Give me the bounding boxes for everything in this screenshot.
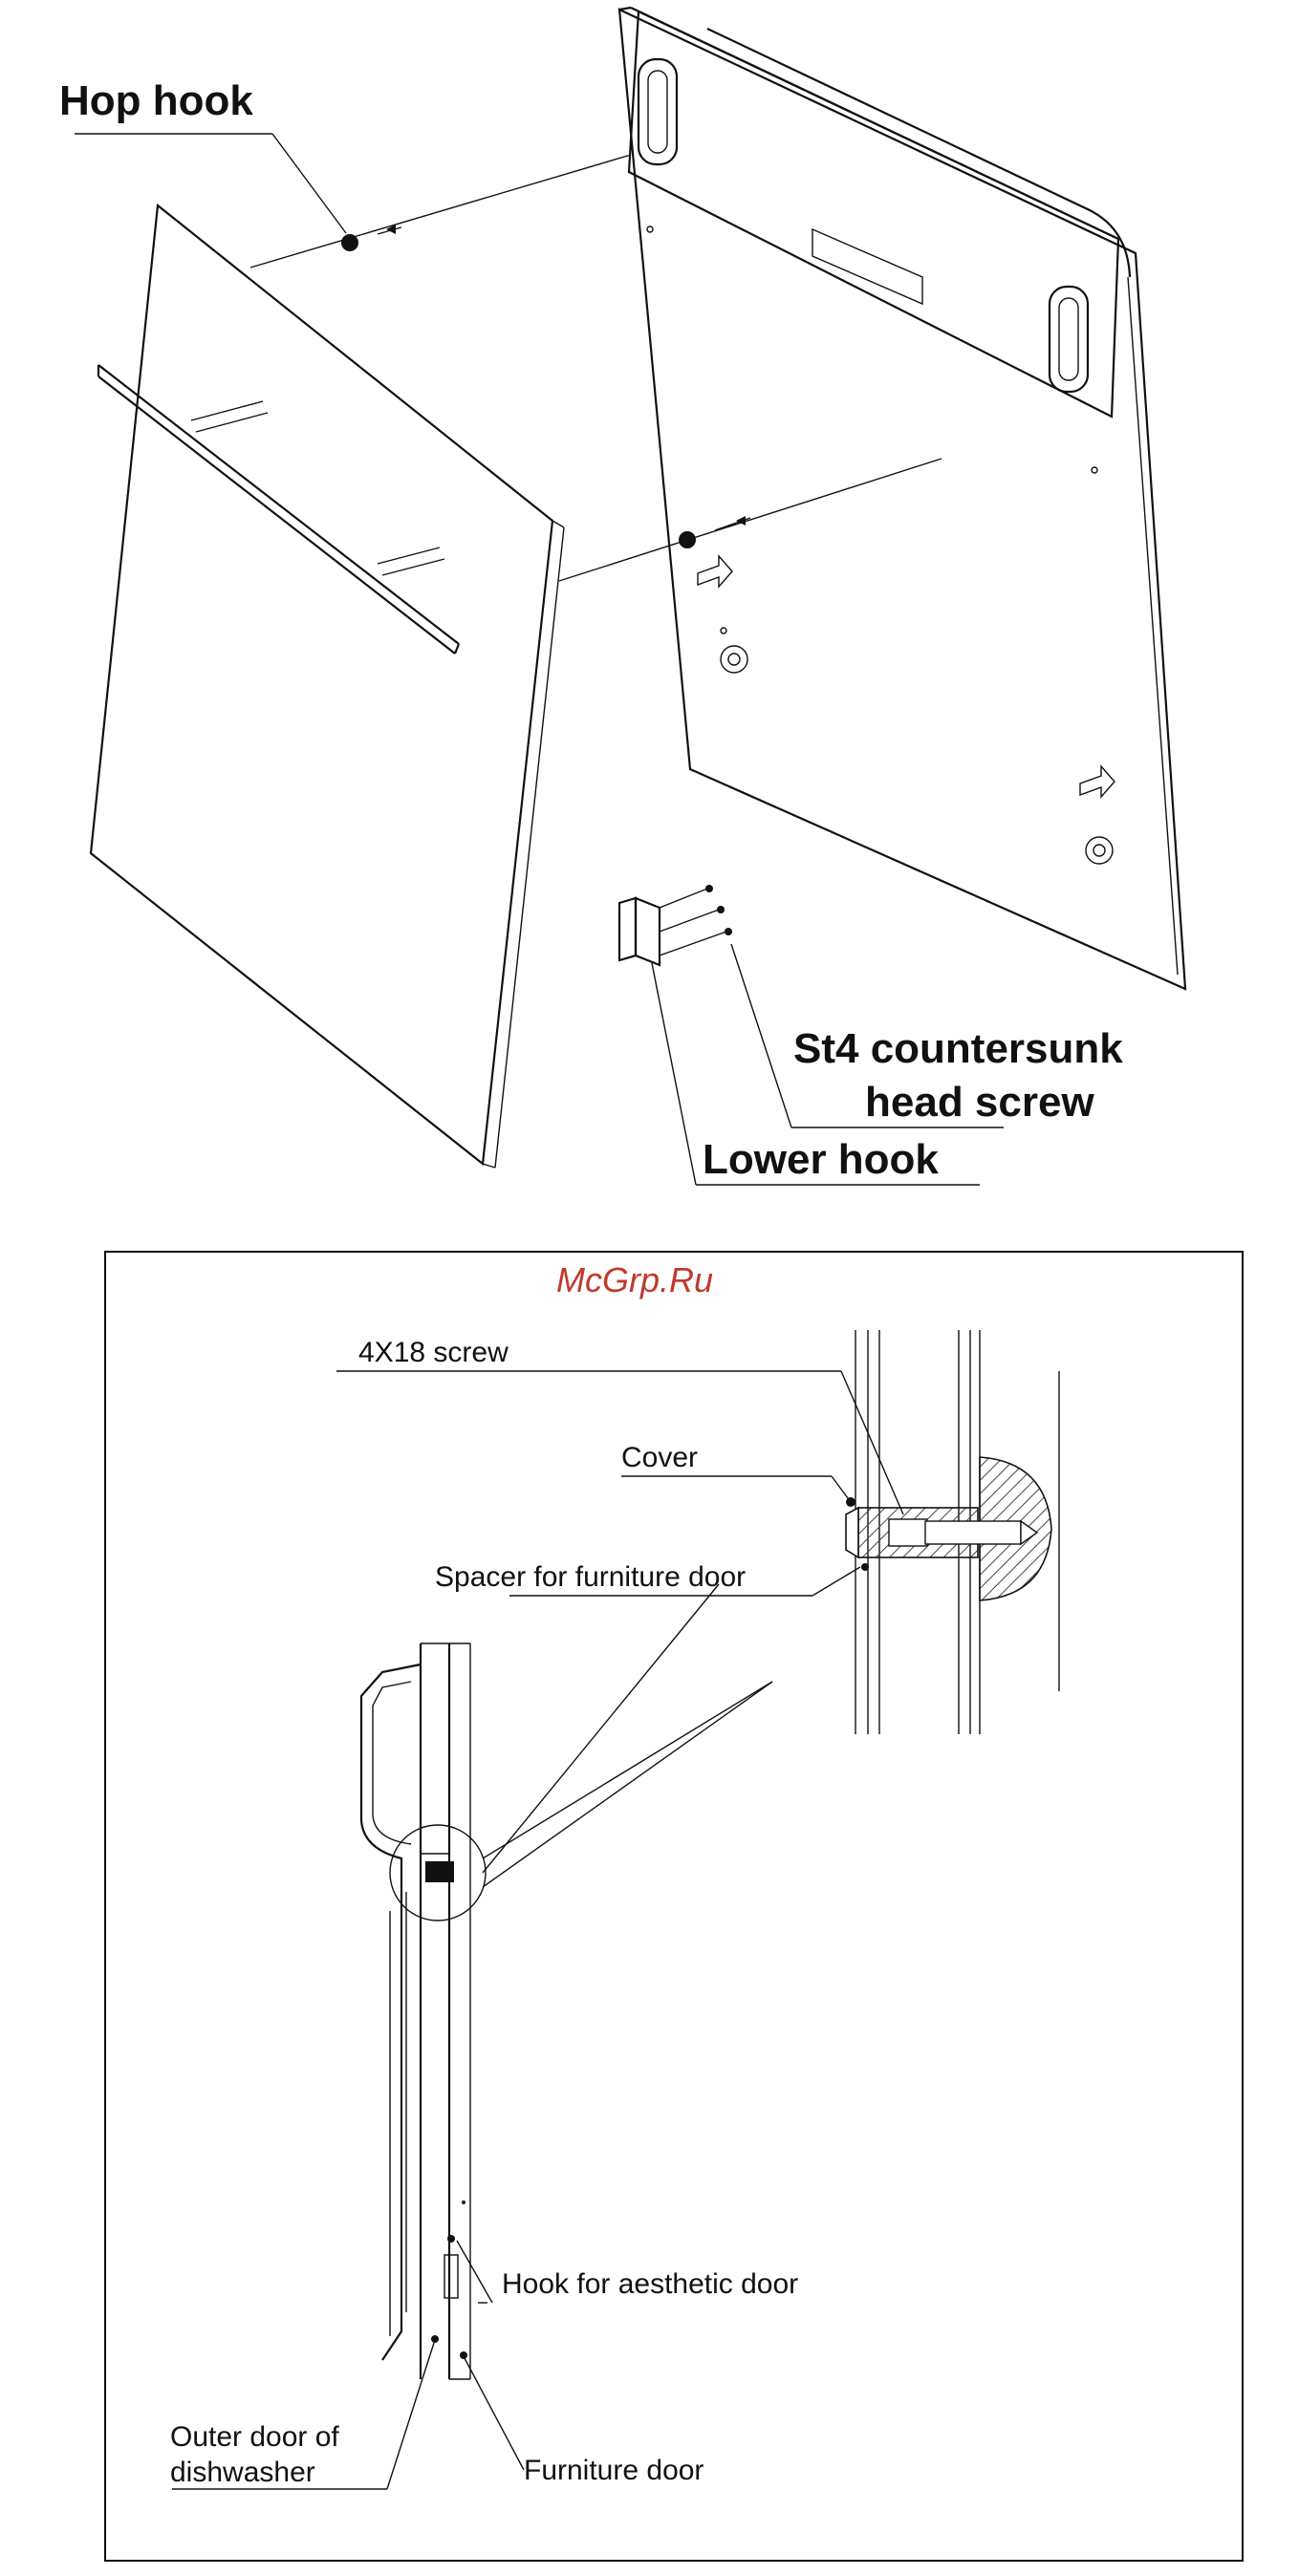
door-side-section (361, 1643, 486, 2379)
screw-label-line2: head screw (865, 1079, 1094, 1126)
lower-hook-bracket (619, 885, 732, 965)
detail-zoom (846, 1330, 1059, 1734)
outer-door-label-line1: Outer door of (170, 2421, 339, 2453)
hop-hook-label: Hop hook (59, 77, 253, 124)
furniture-door-panel (91, 205, 564, 1168)
dishwasher-door (619, 8, 1185, 989)
screw-4x18-label: 4X18 screw (358, 1337, 509, 1368)
cover-label: Cover (621, 1442, 698, 1473)
top-exploded-view: Hop hook St4 countersunk head screw Lowe… (59, 8, 1185, 1185)
furniture-door-label: Furniture door (524, 2455, 704, 2486)
screw-label-line1: St4 countersunk (793, 1025, 1123, 1072)
watermark: McGrp.Ru (556, 1260, 713, 1299)
spacer-label: Spacer for furniture door (435, 1561, 746, 1593)
outer-door-label-line2: dishwasher (170, 2457, 315, 2488)
hop-hook-part-lower (679, 516, 750, 548)
hop-hook-part-upper (341, 225, 401, 251)
bottom-cross-section-view: McGrp.Ru (105, 1252, 1243, 2561)
hook-aesthetic-label: Hook for aesthetic door (502, 2268, 798, 2300)
lower-hook-label: Lower hook (703, 1136, 939, 1183)
